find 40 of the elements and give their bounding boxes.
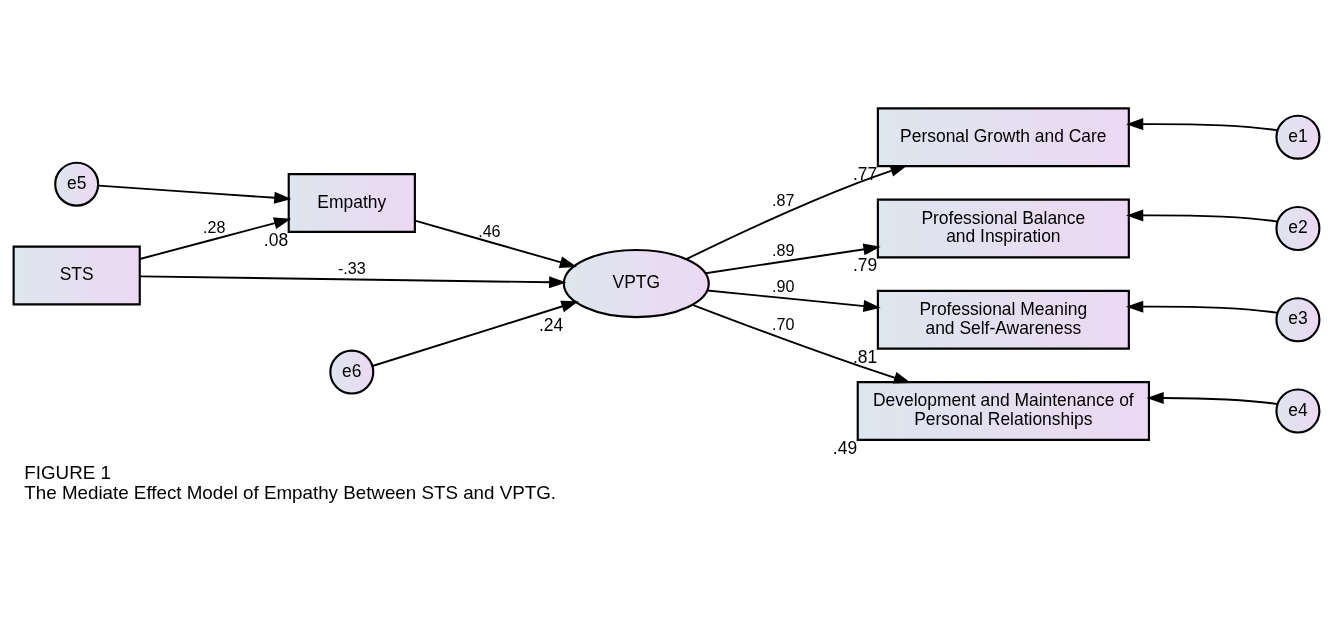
arrow (97, 184, 292, 204)
arrow (139, 274, 567, 288)
node-circle: e6 (329, 349, 375, 395)
node-box: Personal Growth and Care (876, 106, 1130, 167)
edge-label: .70 (772, 314, 795, 333)
node-label: .81 (852, 346, 878, 367)
node-box: Professional Balance and Inspiration (876, 198, 1130, 258)
node-circle: e5 (54, 161, 100, 207)
node-circle: e2 (1275, 205, 1321, 251)
caption: The Mediate Effect Model of Empathy Between STS and VPTG. (24, 481, 556, 503)
arrow (1126, 208, 1279, 222)
node-circle: e1 (1275, 114, 1321, 160)
node-box: Professional Meaning and Self-Awareness (876, 289, 1130, 350)
arrow (685, 164, 908, 260)
edge-label: .89 (772, 240, 795, 259)
arrow (414, 219, 577, 268)
arrow (1126, 117, 1279, 131)
edge-label: .90 (772, 276, 795, 295)
arrow (704, 242, 881, 274)
node-label: .49 (832, 437, 858, 458)
arrow (1126, 300, 1279, 314)
node-circle: e4 (1275, 387, 1321, 434)
node-label: .24 (538, 314, 564, 335)
node-circle: e3 (1275, 296, 1321, 342)
arrow (371, 300, 579, 367)
edge-label: .28 (203, 217, 226, 236)
node-label: .08 (263, 229, 289, 250)
node-box: Empathy (287, 172, 416, 233)
arrow (706, 289, 881, 312)
arrow (138, 216, 292, 260)
edge-label: .87 (772, 190, 795, 209)
node-label: .79 (852, 254, 878, 275)
arrow (1146, 391, 1279, 405)
arrow (691, 303, 911, 383)
node-box: STS (12, 245, 141, 305)
diagram-title: FIGURE 1 (24, 461, 111, 483)
edge-label: .46 (478, 221, 501, 240)
node-label: .77 (852, 163, 878, 184)
edge-label: -.33 (337, 258, 366, 277)
node-box: Development and Maintenance of Personal Relationships (856, 380, 1151, 441)
